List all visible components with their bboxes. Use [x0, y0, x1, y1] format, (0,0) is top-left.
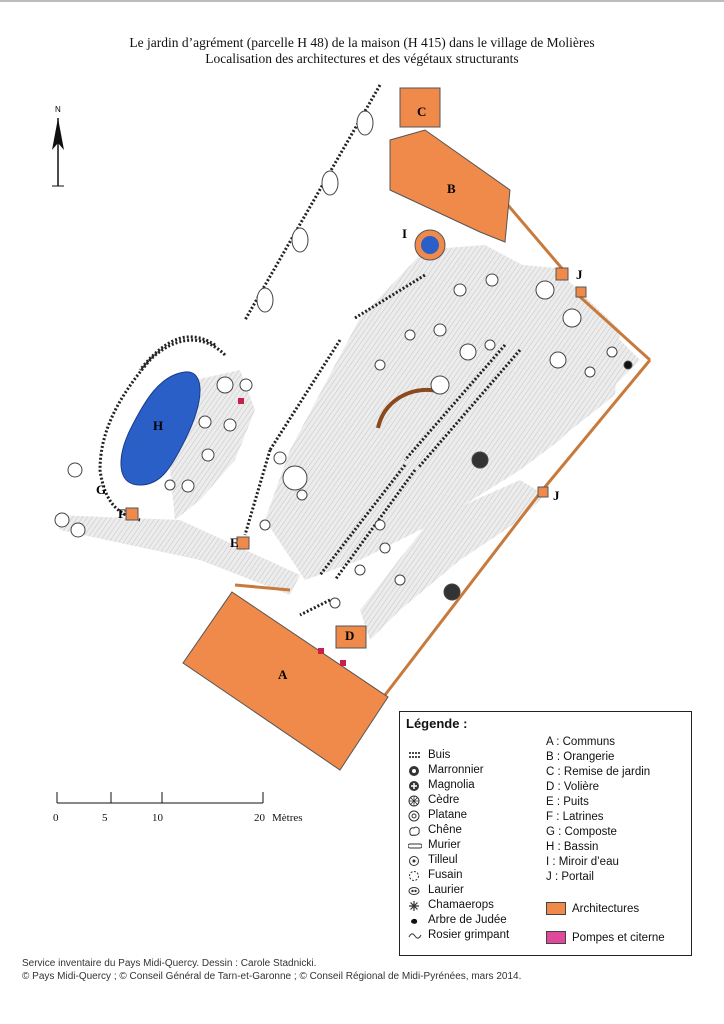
- gate-j1b: [575, 286, 587, 298]
- legend-fusain: Fusain: [408, 868, 509, 883]
- basin-h: [120, 371, 201, 486]
- footer-copyright: © Pays Midi-Quercy ; © Conseil Général d…: [22, 971, 522, 982]
- pump-2: [318, 648, 324, 654]
- buis-icon: [408, 750, 422, 762]
- gate-j2: [537, 486, 549, 498]
- legend-platane: Platane: [408, 808, 509, 823]
- platane-icon: [408, 810, 422, 822]
- gate-j1: [555, 267, 569, 281]
- murier-icon: [407, 840, 423, 852]
- scale-bar: [56, 792, 264, 804]
- arbre-de-judee-icon: [408, 915, 422, 927]
- rosier-grimpant-icon: [408, 930, 422, 942]
- legend-chene: Chêne: [408, 823, 509, 838]
- label-f: F: [118, 506, 126, 521]
- scale-tick-5: 5: [102, 812, 108, 824]
- chene-icon: [408, 825, 422, 837]
- magnolia-icon: [408, 780, 422, 792]
- building-d: [335, 625, 367, 649]
- top-border: [0, 0, 724, 2]
- legend-chamaerops: Chamaerops: [408, 898, 509, 913]
- legend-place-a: A : Communs: [546, 736, 616, 748]
- legend-arbre-de-judee: Arbre de Judée: [408, 913, 509, 928]
- hedge-row-nw: [243, 84, 382, 321]
- label-g: G: [96, 482, 106, 497]
- architectures: [125, 87, 587, 771]
- fusain-icon: [408, 870, 422, 882]
- tilleul-icon: [408, 855, 422, 867]
- chamaerops-icon: [408, 900, 422, 912]
- label-i: I: [402, 226, 407, 241]
- legend-architectures: Architectures: [546, 902, 639, 915]
- scale-unit: Mètres: [272, 812, 303, 824]
- map-subtitle: Localisation des architectures et des vé…: [205, 51, 519, 66]
- label-d: D: [345, 628, 354, 643]
- building-b: [389, 129, 511, 243]
- architectures-swatch: [546, 902, 566, 915]
- building-f: [125, 507, 139, 521]
- building-labels: A B C D E F G H I J J: [96, 104, 583, 682]
- marronnier-icon: [408, 765, 422, 777]
- label-j1: J: [576, 267, 583, 282]
- legend-place-d: D : Volière: [546, 781, 600, 793]
- legend-magnolia: Magnolia: [408, 778, 509, 793]
- north-arrow-icon: N: [52, 105, 64, 187]
- pump-3: [340, 660, 346, 666]
- legend-place-f: F : Latrines: [546, 811, 604, 823]
- building-c: [399, 87, 441, 128]
- label-a: A: [278, 667, 288, 682]
- legend-place-e: E : Puits: [546, 796, 589, 808]
- trees: [54, 273, 633, 609]
- legend-place-i: I : Miroir d’eau: [546, 856, 619, 868]
- water-features: [120, 229, 446, 486]
- north-label: N: [55, 105, 61, 114]
- legend-place-b: B : Orangerie: [546, 751, 615, 763]
- building-a: [182, 591, 389, 771]
- legend-cedre: Cèdre: [408, 793, 509, 808]
- scale-tick-20: 20: [254, 812, 265, 824]
- legend-place-c: C : Remise de jardin: [546, 766, 651, 778]
- label-j2: J: [553, 488, 560, 503]
- legend-rosier-grimpant: Rosier grimpant: [408, 928, 509, 943]
- legend-tilleul: Tilleul: [408, 853, 509, 868]
- miroir-i-water: [421, 236, 439, 254]
- scale-tick-0: 0: [53, 812, 59, 824]
- legend-places: A : Communs B : Orangerie C : Remise de …: [546, 735, 650, 885]
- label-c: C: [417, 104, 426, 119]
- legend-place-g: G : Composte: [546, 826, 617, 838]
- pump-1: [238, 398, 244, 404]
- legend-plants: Buis Marronnier Magnolia Cèdre Platane C…: [407, 748, 509, 943]
- garden-ground: [55, 245, 640, 640]
- pompes-swatch: [546, 931, 566, 944]
- label-h: H: [153, 418, 163, 433]
- legend-place-j: J : Portail: [546, 871, 594, 883]
- legend-title: Légende :: [406, 716, 468, 731]
- label-b: B: [447, 181, 456, 196]
- scale-tick-10: 10: [152, 812, 163, 824]
- legend-buis: Buis: [408, 748, 509, 763]
- legend-place-h: H : Bassin: [546, 841, 599, 853]
- legend-marronnier: Marronnier: [408, 763, 509, 778]
- footer-credits: Service inventaire du Pays Midi-Quercy. …: [22, 958, 317, 969]
- legend-laurier: Laurier: [408, 883, 509, 898]
- legend-murier: Murier: [407, 838, 509, 853]
- buis-hedges: [98, 273, 522, 617]
- legend-pompes: Pompes et citerne: [546, 931, 665, 944]
- map-title: Le jardin d’agrément (parcelle H 48) de …: [129, 35, 595, 50]
- label-e: E: [230, 535, 239, 550]
- legend: Légende : Buis Marronnier Magnolia Cèdre…: [399, 711, 692, 956]
- laurier-icon: [408, 885, 422, 897]
- cedre-icon: [408, 795, 422, 807]
- building-e: [236, 536, 250, 550]
